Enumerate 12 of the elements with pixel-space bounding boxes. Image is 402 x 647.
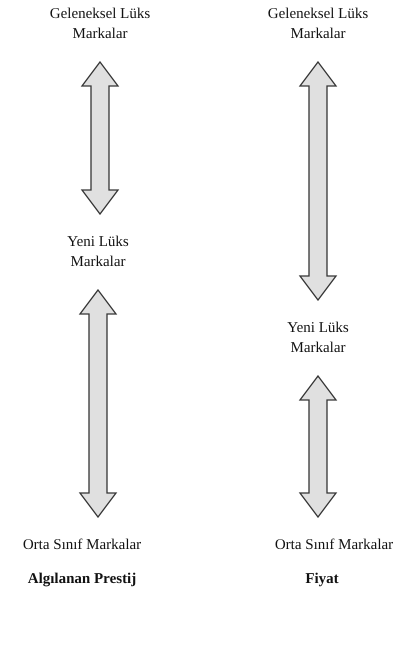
node-label: Yeni Lüks Markalar bbox=[286, 319, 350, 358]
double-arrow bbox=[80, 60, 120, 216]
node-label: Geleneksel Lüks Markalar bbox=[266, 5, 370, 44]
double-arrow bbox=[298, 374, 338, 518]
column-caption: Algılanan Prestij bbox=[26, 571, 138, 588]
node-label: Orta Sınıf Markalar bbox=[274, 536, 394, 555]
double-arrow bbox=[78, 288, 118, 518]
column-caption: Fiyat bbox=[304, 571, 340, 588]
double-arrow bbox=[298, 60, 338, 302]
node-label: Orta Sınıf Markalar bbox=[22, 536, 142, 555]
node-label: Yeni Lüks Markalar bbox=[66, 233, 130, 272]
node-label: Geleneksel Lüks Markalar bbox=[48, 5, 152, 44]
